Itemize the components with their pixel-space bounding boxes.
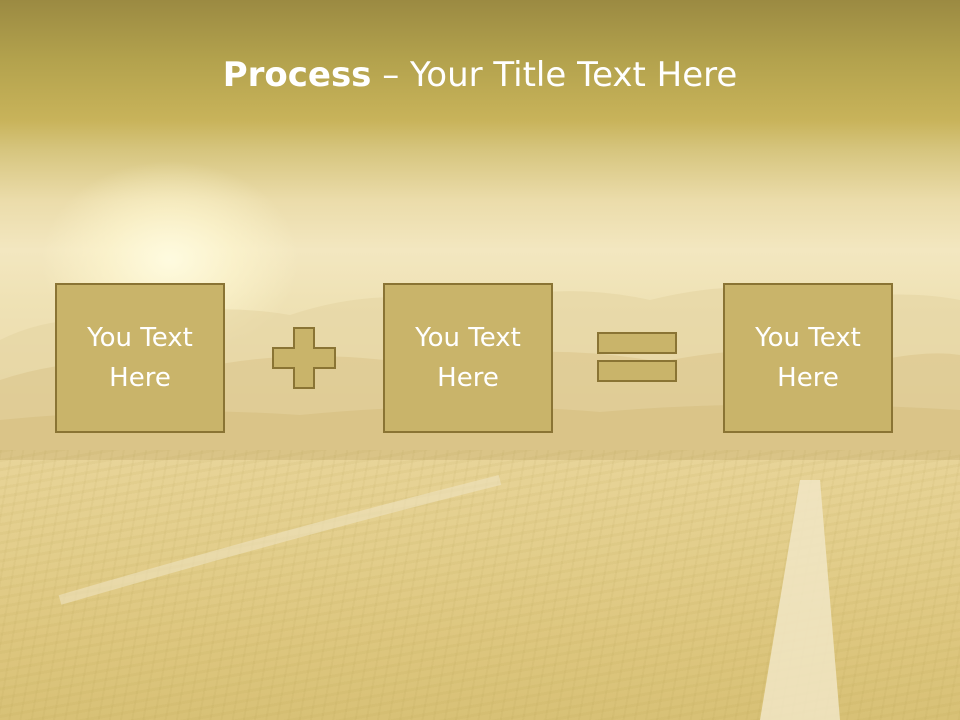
process-box-2-text: You Text Here <box>415 323 521 393</box>
dirt-road <box>58 475 840 720</box>
plus-icon <box>272 327 336 389</box>
process-box-1-text: You Text Here <box>87 323 193 393</box>
process-box-1[interactable]: You Text Here <box>55 283 225 433</box>
slide-title: Process – Your Title Text Here <box>0 52 960 98</box>
equals-icon-bottom-bar <box>597 360 677 382</box>
title-rest: – Your Title Text Here <box>371 55 738 95</box>
equals-icon-top-bar <box>597 332 677 354</box>
title-bold: Process <box>222 55 372 95</box>
process-box-3[interactable]: You Text Here <box>723 283 893 433</box>
process-box-2[interactable]: You Text Here <box>383 283 553 433</box>
process-box-3-text: You Text Here <box>755 323 861 393</box>
